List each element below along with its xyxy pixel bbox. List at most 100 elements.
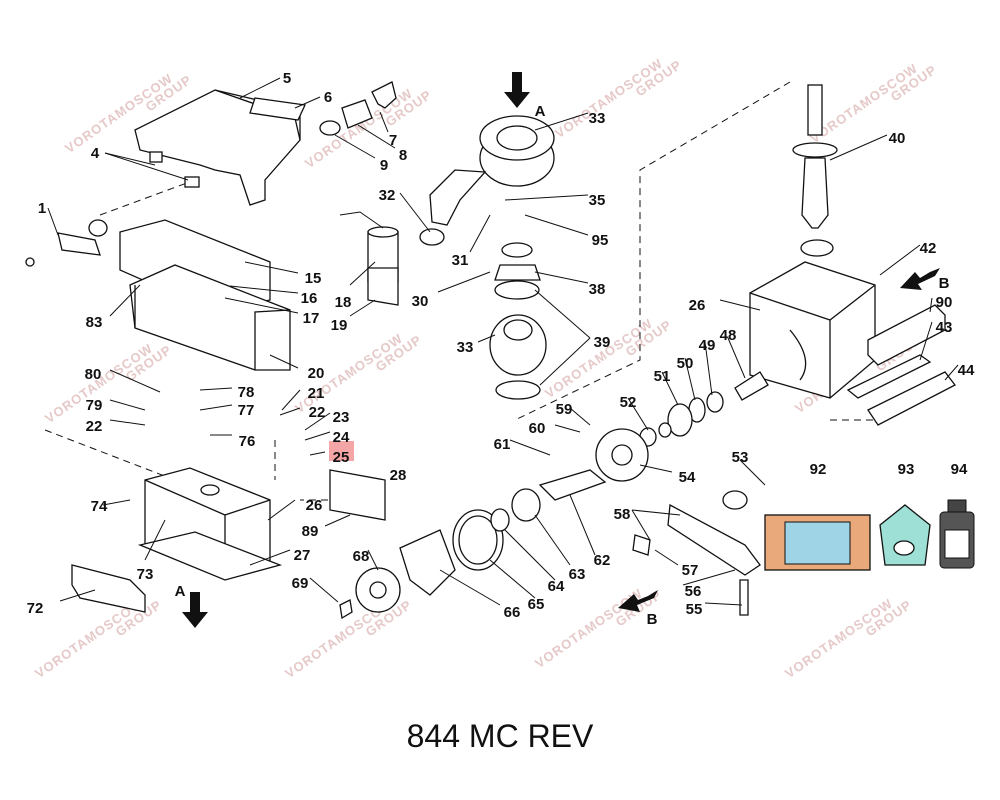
- callout-58: 58: [614, 506, 631, 523]
- callout-73: 73: [137, 566, 154, 583]
- arrow-left-icon: [900, 268, 940, 290]
- bearing-part: [511, 488, 541, 522]
- callout-27: 27: [294, 547, 311, 564]
- direction-arrows: [182, 72, 940, 628]
- callout-5: 5: [283, 70, 291, 87]
- callout-28: 28: [390, 467, 407, 484]
- callout-49: 49: [699, 337, 716, 354]
- release-lever-part: [632, 490, 761, 616]
- rubber-pad-part: [867, 304, 946, 366]
- callout-78: 78: [238, 384, 255, 401]
- label-plate-part: [249, 97, 306, 121]
- callout-43: 43: [936, 319, 953, 336]
- callout-44: 44: [958, 362, 975, 379]
- callout-38: 38: [589, 281, 606, 298]
- callout-65: 65: [528, 596, 545, 613]
- callout-33: 33: [457, 339, 474, 356]
- bracket-43-part: [846, 354, 932, 399]
- oil-tank-part: [129, 264, 291, 371]
- callout-8: 8: [399, 147, 407, 164]
- callout-80: 80: [85, 366, 102, 383]
- arrow-down-icon: [182, 592, 208, 628]
- callout-39: 39: [594, 334, 611, 351]
- bracket-44-part: [867, 371, 956, 426]
- callout-40: 40: [889, 130, 906, 147]
- callout-6: 6: [324, 89, 332, 106]
- callout-15: 15: [305, 270, 322, 287]
- callout-32: 32: [379, 187, 396, 204]
- callout-60: 60: [529, 420, 546, 437]
- callout-31: 31: [452, 252, 469, 269]
- seal-bag-part: [879, 504, 931, 566]
- worm-shaft-part: [792, 84, 838, 257]
- callout-92: 92: [810, 461, 827, 478]
- callout-17: 17: [303, 310, 320, 327]
- callout-53: 53: [732, 449, 749, 466]
- callout-26: 26: [689, 297, 706, 314]
- clamp-part: [25, 219, 108, 267]
- callout-95: 95: [592, 232, 609, 249]
- rotor-stack-part: [489, 242, 547, 400]
- callout-94: 94: [951, 461, 968, 478]
- gear-68-part: [339, 567, 401, 620]
- svg-text:VOROTAMOSCOW: VOROTAMOSCOW: [542, 315, 655, 401]
- output-shaft-part: [538, 469, 607, 501]
- callout-89: 89: [302, 523, 319, 540]
- svg-text:VOROTAMOSCOW: VOROTAMOSCOW: [552, 55, 665, 141]
- filter-plate-part: [329, 469, 386, 521]
- pinion-washers-part: [639, 371, 769, 447]
- callout-42: 42: [920, 240, 937, 257]
- callout-21: 21: [308, 385, 325, 402]
- callout-56: 56: [685, 583, 702, 600]
- callout-22: 22: [86, 418, 103, 435]
- capacitor-part: [339, 211, 399, 306]
- oil-bottle-part: [939, 499, 975, 569]
- callout-74: 74: [91, 498, 108, 515]
- lock-key-parts: [319, 81, 397, 136]
- callout-64: 64: [548, 578, 565, 595]
- leader-lines: [47, 77, 959, 606]
- callout-16: 16: [301, 290, 318, 307]
- arrow-label-a: A: [175, 583, 186, 600]
- gasket-kit-part: [764, 514, 871, 571]
- callout-55: 55: [686, 601, 703, 618]
- callout-69: 69: [292, 575, 309, 592]
- motor-stator-part: [429, 115, 555, 226]
- arrow-label-b: B: [939, 275, 950, 292]
- bottom-housing-part: [137, 467, 283, 581]
- callout-63: 63: [569, 566, 586, 583]
- callout-52: 52: [620, 394, 637, 411]
- callout-76: 76: [239, 433, 256, 450]
- callout-20: 20: [308, 365, 325, 382]
- gear-54-part: [595, 428, 649, 482]
- callout-7: 7: [389, 132, 397, 149]
- callout-22: 22: [309, 404, 326, 421]
- callout-57: 57: [682, 562, 699, 579]
- model-title: 844 MC REV: [406, 718, 594, 754]
- svg-text:VOROTAMOSCOW: VOROTAMOSCOW: [532, 585, 645, 671]
- callout-68: 68: [353, 548, 370, 565]
- rail-part: [71, 564, 146, 613]
- arrow-down-icon: [504, 72, 530, 108]
- callout-51: 51: [654, 368, 671, 385]
- callout-50: 50: [677, 355, 694, 372]
- callout-62: 62: [594, 552, 611, 569]
- callout-4: 4: [91, 145, 100, 162]
- callout-23: 23: [333, 409, 350, 426]
- callout-66: 66: [504, 604, 521, 621]
- callout-48: 48: [720, 327, 737, 344]
- callout-33: 33: [589, 110, 606, 127]
- arrow-label-b: B: [647, 611, 658, 628]
- callout-77: 77: [238, 402, 255, 419]
- callout-90: 90: [936, 294, 953, 311]
- callout-25: 25: [333, 449, 350, 466]
- gear-case-part: [749, 261, 876, 399]
- callout-24: 24: [333, 429, 350, 446]
- callout-18: 18: [335, 294, 352, 311]
- callout-30: 30: [412, 293, 429, 310]
